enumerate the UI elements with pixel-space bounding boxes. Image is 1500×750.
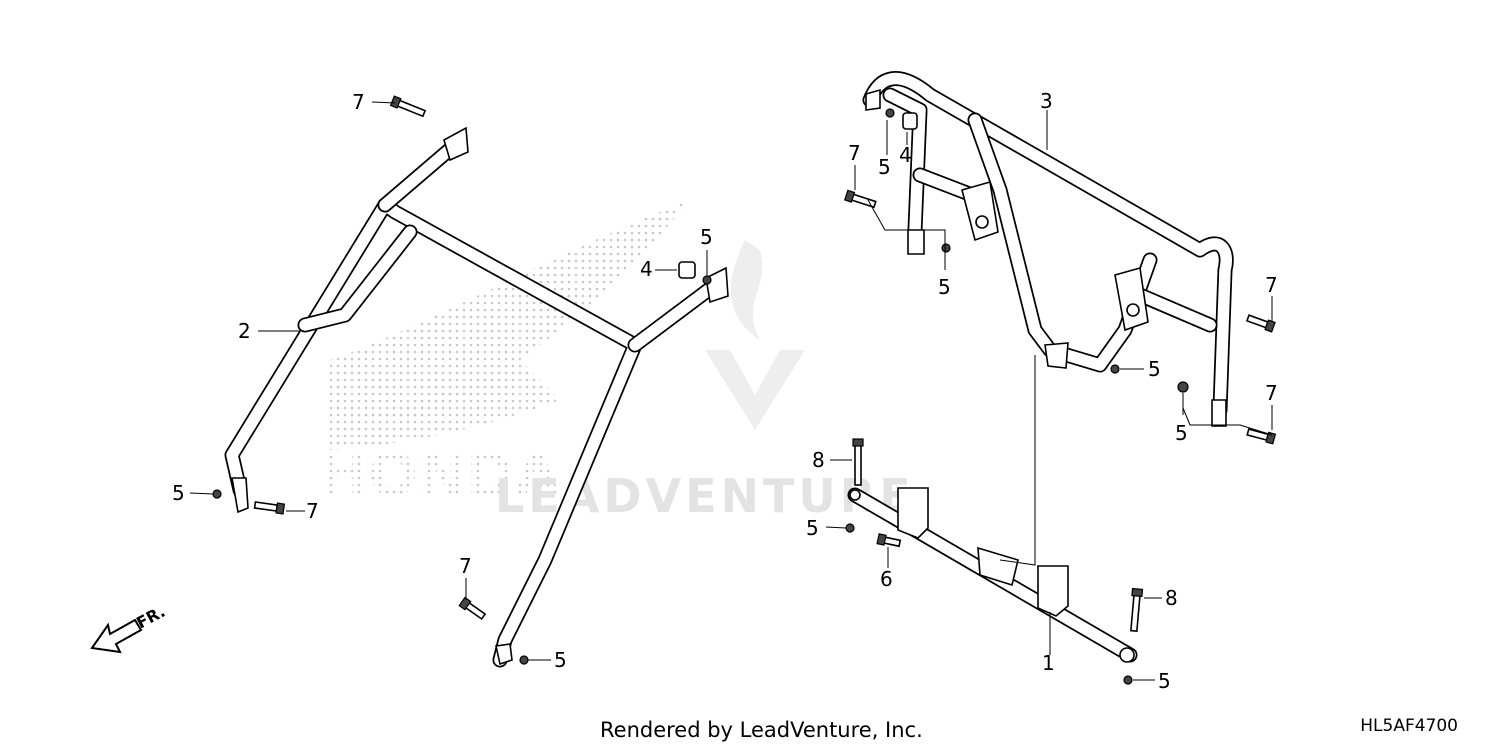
front-roll-bar: [224, 126, 729, 668]
callout-2: 2: [238, 319, 251, 343]
lower-cross-member: [847, 487, 1138, 663]
bolt-7f: [1246, 428, 1277, 445]
bolt-7d: [843, 189, 877, 209]
callout-7a: 7: [352, 90, 365, 114]
callout-5c: 5: [700, 225, 713, 249]
bolt-8a: [852, 438, 864, 486]
nut-5f: [1110, 364, 1120, 374]
callout-7d: 7: [848, 141, 861, 165]
nut-5i: [1123, 675, 1133, 685]
diagram-id: HL5AF4700: [1360, 716, 1458, 736]
callout-8b: 8: [1165, 586, 1178, 610]
callout-7f: 7: [1265, 381, 1278, 405]
callout-4b: 4: [899, 143, 912, 167]
callout-3: 3: [1040, 89, 1053, 113]
callout-5a: 5: [172, 481, 185, 505]
callout-5e: 5: [938, 275, 951, 299]
nut-5a: [212, 489, 222, 499]
callout-5h: 5: [806, 516, 819, 540]
bolt-7c: [458, 596, 487, 621]
bolt-7e: [1245, 314, 1276, 333]
nut-5e: [941, 243, 951, 253]
honda-watermark-text: HONDA: [320, 441, 560, 509]
footer-credit: Rendered by LeadVenture, Inc.: [600, 718, 923, 742]
callout-1: 1: [1042, 651, 1055, 675]
callout-6: 6: [880, 567, 893, 591]
callout-7e: 7: [1265, 273, 1278, 297]
callout-7b: 7: [306, 499, 319, 523]
callout-5d: 5: [878, 155, 891, 179]
nut-5c: [702, 275, 712, 285]
front-direction-arrow: FR.: [90, 602, 168, 654]
callout-labels: 1 2 3 4 4 5 5 5 5 5 5 5 5 5 6 7 7 7 7 7 …: [172, 89, 1278, 693]
leader-lines: [189, 101, 1273, 681]
bolt-7b: [253, 501, 286, 515]
nut-5d: [885, 108, 895, 118]
callout-5f: 5: [1148, 357, 1161, 381]
honda-wing-watermark: [330, 200, 690, 450]
nut-5b: [519, 655, 529, 665]
nut-5g: [1177, 381, 1189, 393]
fasteners: [212, 95, 1277, 685]
collar-4b: [902, 112, 918, 130]
callout-4a: 4: [640, 257, 653, 281]
callout-7c: 7: [459, 554, 472, 578]
collar-4a: [678, 261, 696, 279]
callout-5g: 5: [1175, 421, 1188, 445]
callout-5i: 5: [1158, 669, 1171, 693]
callout-8a: 8: [812, 448, 825, 472]
bolt-8b: [1130, 587, 1144, 632]
callout-5b: 5: [554, 648, 567, 672]
rear-roll-bar: [862, 71, 1234, 427]
bolt-6: [876, 533, 902, 548]
nut-5h: [845, 523, 855, 533]
bolt-7a: [389, 95, 427, 118]
leadventure-logo-watermark: [705, 240, 805, 430]
